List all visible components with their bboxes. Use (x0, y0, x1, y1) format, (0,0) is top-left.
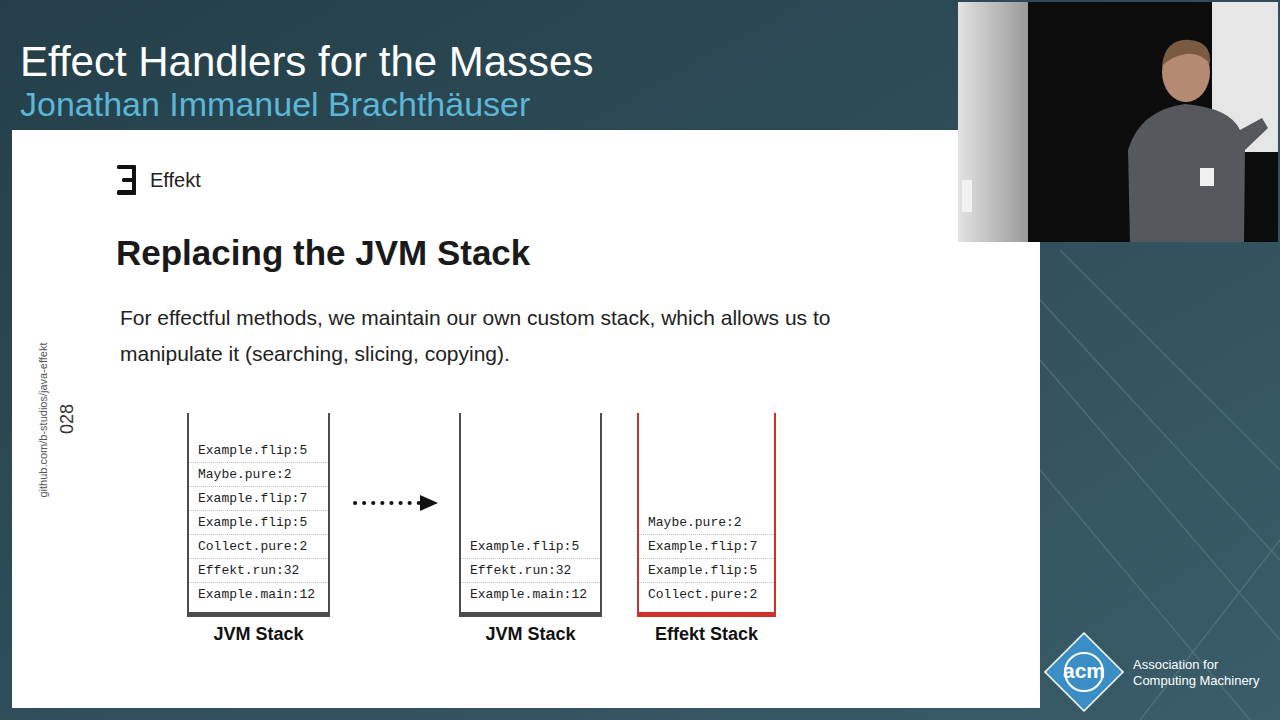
stack: Maybe.pure:2Example.flip:7Example.flip:5… (637, 413, 776, 617)
frame-label: Effekt.run:32 (189, 559, 299, 582)
frame-label: Example.flip:5 (639, 559, 757, 582)
frame-label: Collect.pure:2 (189, 535, 307, 558)
frame-label: Example.flip:7 (189, 487, 307, 510)
stack-frame: Example.flip:7 (189, 487, 328, 511)
frame-label: Maybe.pure:2 (189, 463, 292, 486)
logo-text: Effekt (150, 169, 201, 192)
stack-heading: Effekt Stack (637, 621, 776, 647)
stack-frame: Example.flip:7 (639, 535, 774, 559)
stack-frame: Example.flip:5 (639, 559, 774, 583)
stack-outline (459, 413, 602, 617)
slide-heading: Replacing the JVM Stack (116, 233, 530, 273)
slide-number: 028 (57, 404, 78, 434)
talk-title: Effect Handlers for the Masses (20, 38, 593, 86)
acm-logo-text: acm (1063, 659, 1105, 683)
stack-heading: JVM Stack (187, 621, 330, 647)
diagonal-lines (1040, 250, 1280, 720)
frame-label: Example.flip:5 (461, 535, 579, 558)
frame-label: Example.flip:5 (189, 511, 307, 534)
stack-frame: Collect.pure:2 (189, 535, 328, 559)
frame-label: Collect.pure:2 (639, 583, 757, 606)
stack: Example.flip:5Effekt.run:32Example.main:… (459, 413, 602, 617)
effekt-logo-icon (117, 165, 136, 195)
stack-frame: Example.flip:5 (189, 439, 328, 463)
stack-frame: Collect.pure:2 (639, 583, 774, 607)
body-text: For effectful methods, we maintain our o… (120, 300, 880, 372)
frame-label: Example.main:12 (461, 583, 587, 606)
stack-frame: Example.flip:5 (189, 511, 328, 535)
frame-label: Example.main:12 (189, 583, 315, 606)
stack-heading: JVM Stack (459, 621, 602, 647)
repo-url: github.com/b-studios/java-effekt (37, 342, 49, 497)
acm-logo (1045, 633, 1123, 711)
speaker-name: Jonathan Immanuel Brachthäuser (20, 85, 530, 124)
stack: Example.flip:5Maybe.pure:2Example.flip:7… (187, 413, 330, 617)
dotted-arrow (355, 501, 422, 505)
stack-frame: Effekt.run:32 (461, 559, 600, 583)
stack-frame: Example.flip:5 (461, 535, 600, 559)
frame-label: Example.flip:7 (639, 535, 757, 558)
slide (12, 130, 1040, 708)
acm-name: Association for Computing Machinery (1133, 657, 1278, 689)
frame-label: Effekt.run:32 (461, 559, 571, 582)
stack-frame: Example.main:12 (189, 583, 328, 607)
frame-label: Maybe.pure:2 (639, 511, 742, 534)
stack-frame: Example.main:12 (461, 583, 600, 607)
stack-frame: Maybe.pure:2 (189, 463, 328, 487)
frame-label: Example.flip:5 (189, 439, 307, 462)
stack-frame: Effekt.run:32 (189, 559, 328, 583)
stack-frame: Maybe.pure:2 (639, 511, 774, 535)
speaker-video (958, 2, 1278, 242)
